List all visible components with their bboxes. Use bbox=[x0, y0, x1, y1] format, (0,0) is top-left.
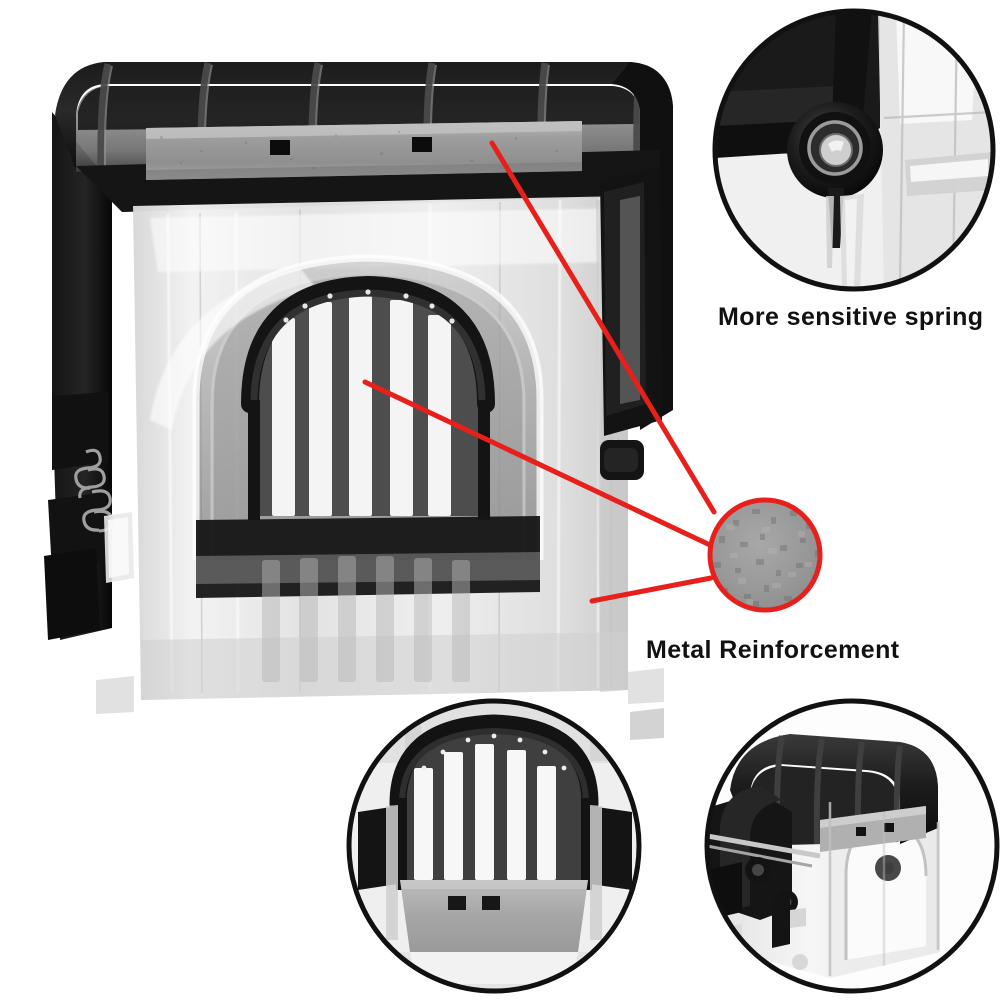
gate-post-right bbox=[478, 400, 490, 520]
latch-knob bbox=[600, 440, 644, 480]
metal-bar-slot-1 bbox=[270, 140, 290, 155]
inset-gate-metal-plate bbox=[400, 880, 588, 952]
trap-lid-top-band bbox=[78, 86, 639, 130]
trap-lid-right-cap bbox=[612, 62, 673, 430]
metal-reinforcement-bar bbox=[146, 121, 582, 180]
label-metal-reinforcement: Metal Reinforcement bbox=[646, 636, 900, 664]
trap-lid-shell bbox=[55, 62, 672, 170]
inset-gate-content bbox=[349, 701, 639, 991]
gate-post-left bbox=[248, 400, 260, 520]
trap-left-wall-shade bbox=[52, 392, 108, 470]
inset-gate-bar-gaps bbox=[414, 744, 556, 880]
callout-leader-lines bbox=[362, 140, 717, 604]
trap-lid-rib-highlights bbox=[103, 64, 550, 169]
trap-lid-face bbox=[76, 86, 640, 172]
trap-top-rail bbox=[76, 150, 660, 212]
trap-lid-ribs bbox=[97, 62, 644, 171]
inset-gate-outline bbox=[346, 698, 642, 994]
body-lower-rib-reflections bbox=[262, 556, 470, 682]
trap-gate bbox=[196, 275, 540, 598]
trap-interior-arch bbox=[150, 254, 544, 560]
spring-coils bbox=[74, 448, 114, 533]
metal-texture-swatch bbox=[707, 497, 823, 613]
gate-base-band bbox=[196, 516, 540, 598]
inset3-trigger-rod bbox=[707, 833, 821, 859]
gate-arch-rivets bbox=[283, 289, 455, 324]
spring-pivot-hub bbox=[787, 102, 883, 268]
inset-wing-left bbox=[358, 806, 398, 890]
inset3-hinge-knobs bbox=[745, 855, 901, 914]
trap-transparent-body bbox=[133, 196, 628, 700]
trap-feet bbox=[96, 668, 664, 714]
gate-bar-gaps bbox=[272, 296, 451, 516]
metal-bar-slot-2 bbox=[412, 137, 432, 152]
trap-spring-mechanism bbox=[44, 448, 134, 640]
leader-to-gate-bars bbox=[362, 379, 713, 548]
inset3-clear-body bbox=[707, 800, 940, 978]
trap-left-wall bbox=[52, 112, 112, 640]
inset3-dome-lid bbox=[730, 734, 938, 852]
inset-spring-content bbox=[715, 11, 993, 289]
inset-wing-right bbox=[590, 806, 632, 890]
trap-right-latch bbox=[600, 166, 662, 480]
inset-angled-content bbox=[707, 701, 997, 991]
inset-gate-rivets bbox=[421, 733, 567, 771]
label-more-sensitive-spring: More sensitive spring bbox=[718, 303, 984, 331]
inset3-left-frame bbox=[707, 792, 792, 920]
inset-angled-outline bbox=[704, 698, 1000, 994]
main-trap-illustration bbox=[44, 62, 673, 740]
leader-to-body-base bbox=[589, 575, 714, 604]
leader-to-metal-bar bbox=[489, 140, 717, 515]
inset-spring-outline bbox=[712, 8, 996, 292]
